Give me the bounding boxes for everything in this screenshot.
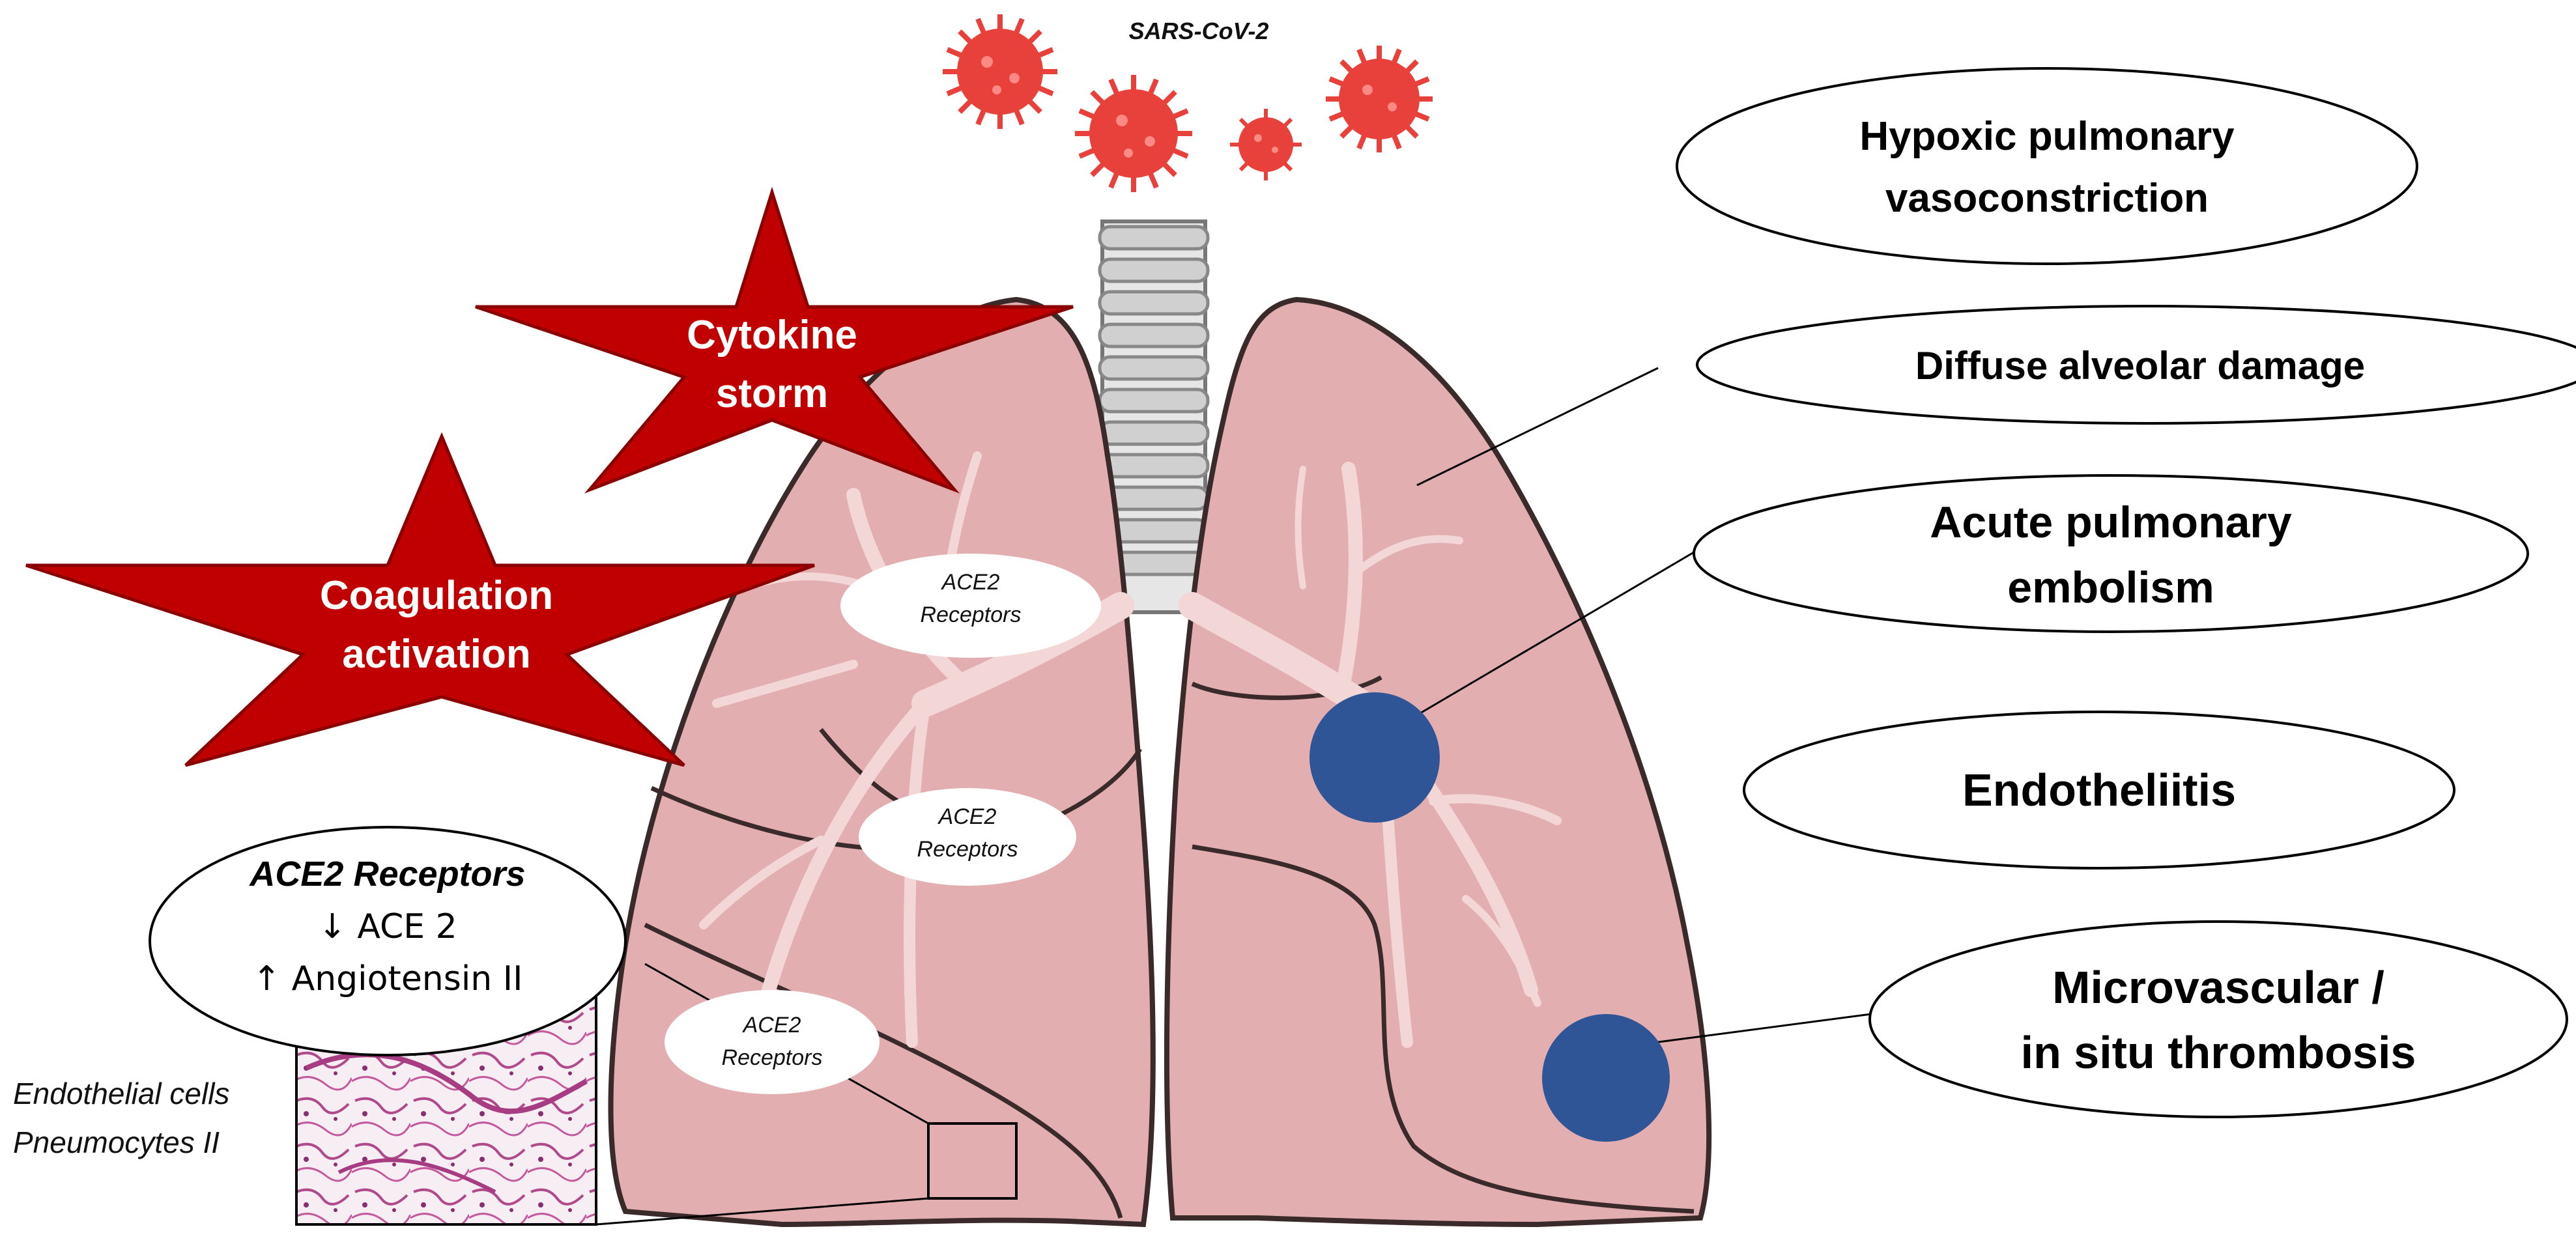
coagulation-activation-star: Coagulation activation [25, 432, 815, 767]
cell-type-endothelial: Endothelial cells [13, 1077, 229, 1110]
virus-icon [943, 14, 1057, 129]
ace2-detail-ace2: ↓ ACE 2 [318, 907, 457, 946]
cytokine-storm-star: Cytokine storm [475, 186, 1074, 494]
virus-label: SARS-CoV-2 [1129, 18, 1269, 44]
ace2-detail-title: ACE2 Receptors [248, 854, 525, 894]
label-microvascular-thrombosis: Microvascular / in situ thrombosis [1868, 920, 2568, 1118]
virus-cluster: SARS-CoV-2 [943, 14, 1433, 192]
embolism-clot [1309, 692, 1440, 823]
star-label-line2: storm [716, 371, 828, 416]
star-label-line2: activation [342, 632, 530, 677]
zoom-box [927, 1122, 1018, 1200]
label-line1: Hypoxic pulmonary [1859, 114, 2235, 159]
ace2-detail-bubble: ACE2 Receptors ↓ ACE 2 ↑ Angiotensin II [149, 826, 627, 1056]
ace2-bubble: ACE2 Receptors [840, 554, 1101, 658]
label-line1: Microvascular / [2052, 962, 2384, 1013]
label-line2: in situ thrombosis [2021, 1027, 2416, 1078]
ace2-bubble: ACE2 Receptors [665, 990, 880, 1094]
ace2-bubble: ACE2 Receptors [859, 788, 1076, 886]
thrombosis-clot [1542, 1014, 1670, 1142]
virus-icon [1230, 109, 1302, 180]
label-line1: Acute pulmonary [1930, 498, 2292, 547]
ace2-bubble-line2: Receptors [722, 1045, 823, 1070]
star-label-line1: Cytokine [687, 313, 857, 358]
virus-icon [1326, 46, 1433, 152]
label-diffuse-alveolar-damage: Diffuse alveolar damage [1696, 305, 2576, 425]
cell-types-label: Endothelial cells Pneumocytes II [13, 1077, 229, 1159]
star-label-line1: Coagulation [320, 573, 553, 618]
label-line2: vasoconstriction [1885, 176, 2209, 221]
ace2-bubble-line1: ACE2 [937, 804, 997, 829]
ace2-bubble-line1: ACE2 [742, 1013, 801, 1038]
label-acute-pulmonary-embolism: Acute pulmonary embolism [1693, 474, 2529, 633]
label-endotheliitis: Endotheliitis [1743, 711, 2455, 869]
label-line1: Diffuse alveolar damage [1915, 344, 2365, 388]
ace2-bubble-line1: ACE2 [941, 570, 1000, 595]
ace2-bubble-line2: Receptors [917, 837, 1018, 862]
label-hypoxic-vasoconstriction: Hypoxic pulmonary vasoconstriction [1676, 67, 2418, 265]
ace2-detail-angiotensin: ↑ Angiotensin II [253, 959, 523, 998]
label-line1: Endotheliitis [1962, 765, 2236, 815]
cell-type-pneumocytes: Pneumocytes II [13, 1125, 220, 1159]
ace2-bubble-line2: Receptors [921, 602, 1022, 627]
virus-icon [1075, 75, 1192, 192]
label-line2: embolism [2007, 563, 2214, 612]
